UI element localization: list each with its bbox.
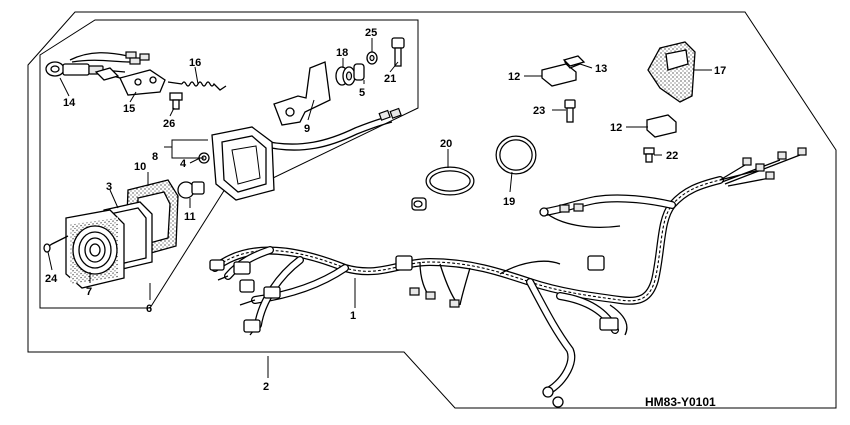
callout-9: 9: [304, 123, 310, 135]
bolt-21: [391, 37, 405, 67]
leader-lines: [47, 38, 712, 378]
collar-5: [353, 63, 365, 81]
spring-16: [167, 81, 227, 91]
cover-17: [647, 41, 696, 103]
callout-13: 13: [595, 63, 607, 75]
screw-24: [43, 235, 69, 253]
callout-18: 18: [336, 47, 348, 59]
bolt-26: [169, 92, 183, 110]
taillight-housing: [211, 126, 275, 201]
callout-3: 3: [106, 181, 112, 193]
callout-20: 20: [440, 138, 452, 150]
washer-25: [366, 51, 378, 65]
callout-21: 21: [384, 73, 396, 85]
clamp-band-19: [495, 135, 537, 175]
grommet-18: [335, 66, 356, 86]
grommet-22: [643, 147, 655, 163]
relay-12-lower: [646, 114, 677, 138]
callout-26: 26: [163, 118, 175, 130]
callout-5: 5: [359, 87, 365, 99]
callout-2: 2: [263, 381, 269, 393]
diagram-code: HM83-Y0101: [645, 395, 716, 409]
taillight-lens-7: [65, 209, 125, 289]
ignition-switch: [45, 51, 150, 81]
callout-10: 10: [134, 161, 146, 173]
callout-24: 24: [45, 273, 58, 285]
taillight-wires: [259, 107, 402, 151]
callout-4: 4: [180, 158, 187, 170]
callout-6: 6: [146, 303, 152, 315]
clamp-band-20: [411, 166, 475, 211]
callout-14: 14: [63, 97, 76, 109]
bolt-23: [564, 99, 576, 123]
callout-12b: 12: [610, 122, 622, 134]
main-wire-harness: [209, 147, 807, 408]
callout-12a: 12: [508, 71, 520, 83]
relay-bracket-13: [562, 55, 586, 67]
callout-15: 15: [123, 103, 135, 115]
bulb-11: [177, 181, 205, 199]
callout-7: 7: [86, 286, 92, 298]
callout-19: 19: [503, 196, 515, 208]
assembly-boundary: [27, 11, 837, 409]
callout-22: 22: [666, 150, 678, 162]
callout-labels: 1 2 3 4 5 6 7 8 9 10 11 12 12 13 14 15 1…: [45, 27, 726, 393]
callout-8: 8: [152, 151, 158, 163]
callout-23: 23: [533, 105, 545, 117]
callout-1: 1: [350, 310, 356, 322]
callout-16: 16: [189, 57, 201, 69]
callout-11: 11: [184, 211, 196, 223]
callout-17: 17: [714, 65, 726, 77]
callout-25: 25: [365, 27, 377, 39]
switch-stay-plate: [119, 69, 166, 96]
bracket-9: [273, 61, 331, 126]
